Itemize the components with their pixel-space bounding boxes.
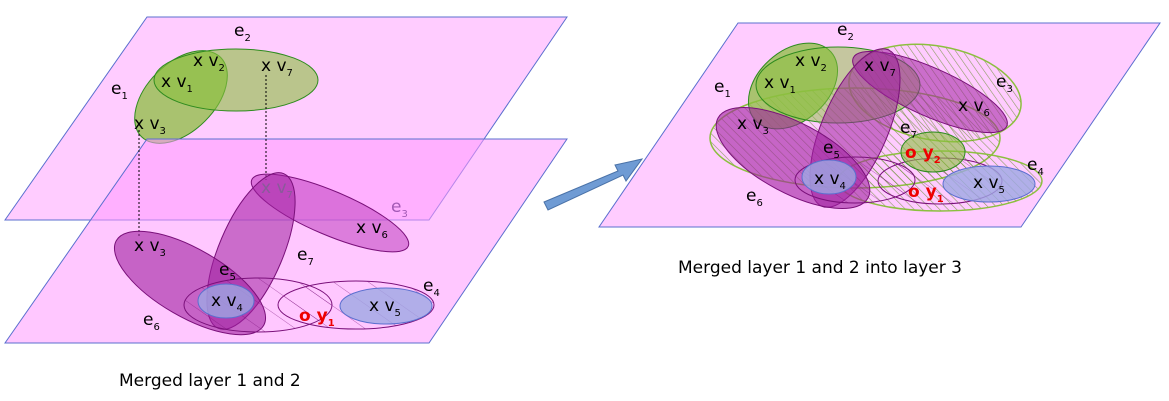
label-v5-left: x v5 [369,296,401,319]
label-v2-left: x v2 [193,51,225,74]
label-v3-left-bottom: x v3 [134,236,166,259]
label-e1-right: e1 [714,77,731,100]
label-v4-left: x v4 [211,291,243,314]
vertex-area-v5 [339,287,433,325]
label-e6-left: e6 [143,310,160,333]
label-e5-right: e5 [823,138,840,161]
label-e3-left: e3 [391,197,408,220]
caption-left: Merged layer 1 and 2 [119,371,301,391]
label-v7-left-top: x v7 [261,56,293,79]
label-y1-right: o y1 [908,182,944,205]
label-e1-left: e1 [111,79,128,102]
label-v4-right: x v4 [814,169,846,192]
label-v6-right: x v6 [958,96,990,119]
label-v2-right: x v2 [795,51,827,74]
label-e3-right: e3 [996,72,1013,95]
merge-arrow-icon [543,158,644,211]
label-e2-left: e2 [234,21,251,44]
vertex-area-v5-right [942,165,1036,203]
label-y2-right: o y2 [905,143,941,166]
label-e4-right: e4 [1027,155,1044,178]
vertex-area-v4 [197,283,255,319]
label-v1-left: x v1 [161,72,193,95]
caption-right: Merged layer 1 and 2 into layer 3 [678,258,962,278]
label-e4-left: e4 [423,276,440,299]
label-v6-left: x v6 [356,218,388,241]
label-v3-right: x v3 [737,114,769,137]
hyperedge-e2 [153,48,319,112]
label-e6-right: e6 [746,186,763,209]
label-e7-left: e7 [297,245,314,268]
label-v1-right: x v1 [764,73,796,96]
label-y1-left: o y1 [299,306,335,329]
region-y2-right [900,131,966,173]
label-e2-right: e2 [837,20,854,43]
label-v5-right: x v5 [973,173,1005,196]
label-e7-right: e7 [900,118,917,141]
vertex-area-v4-right [801,159,857,195]
label-v7-right: x v7 [864,56,896,79]
label-e5-left: e5 [219,260,236,283]
right-diagram: e2 e1 e3 e7 e5 e4 e6 x v2 x v7 x v1 x v6… [598,20,1161,278]
label-v7-left-bottom: x v7 [261,178,293,201]
label-v3-left-top: x v3 [134,114,166,137]
left-diagram: e2 e1 e3 e7 e5 e4 e6 x v2 x v7 x v1 x v3… [4,16,568,391]
